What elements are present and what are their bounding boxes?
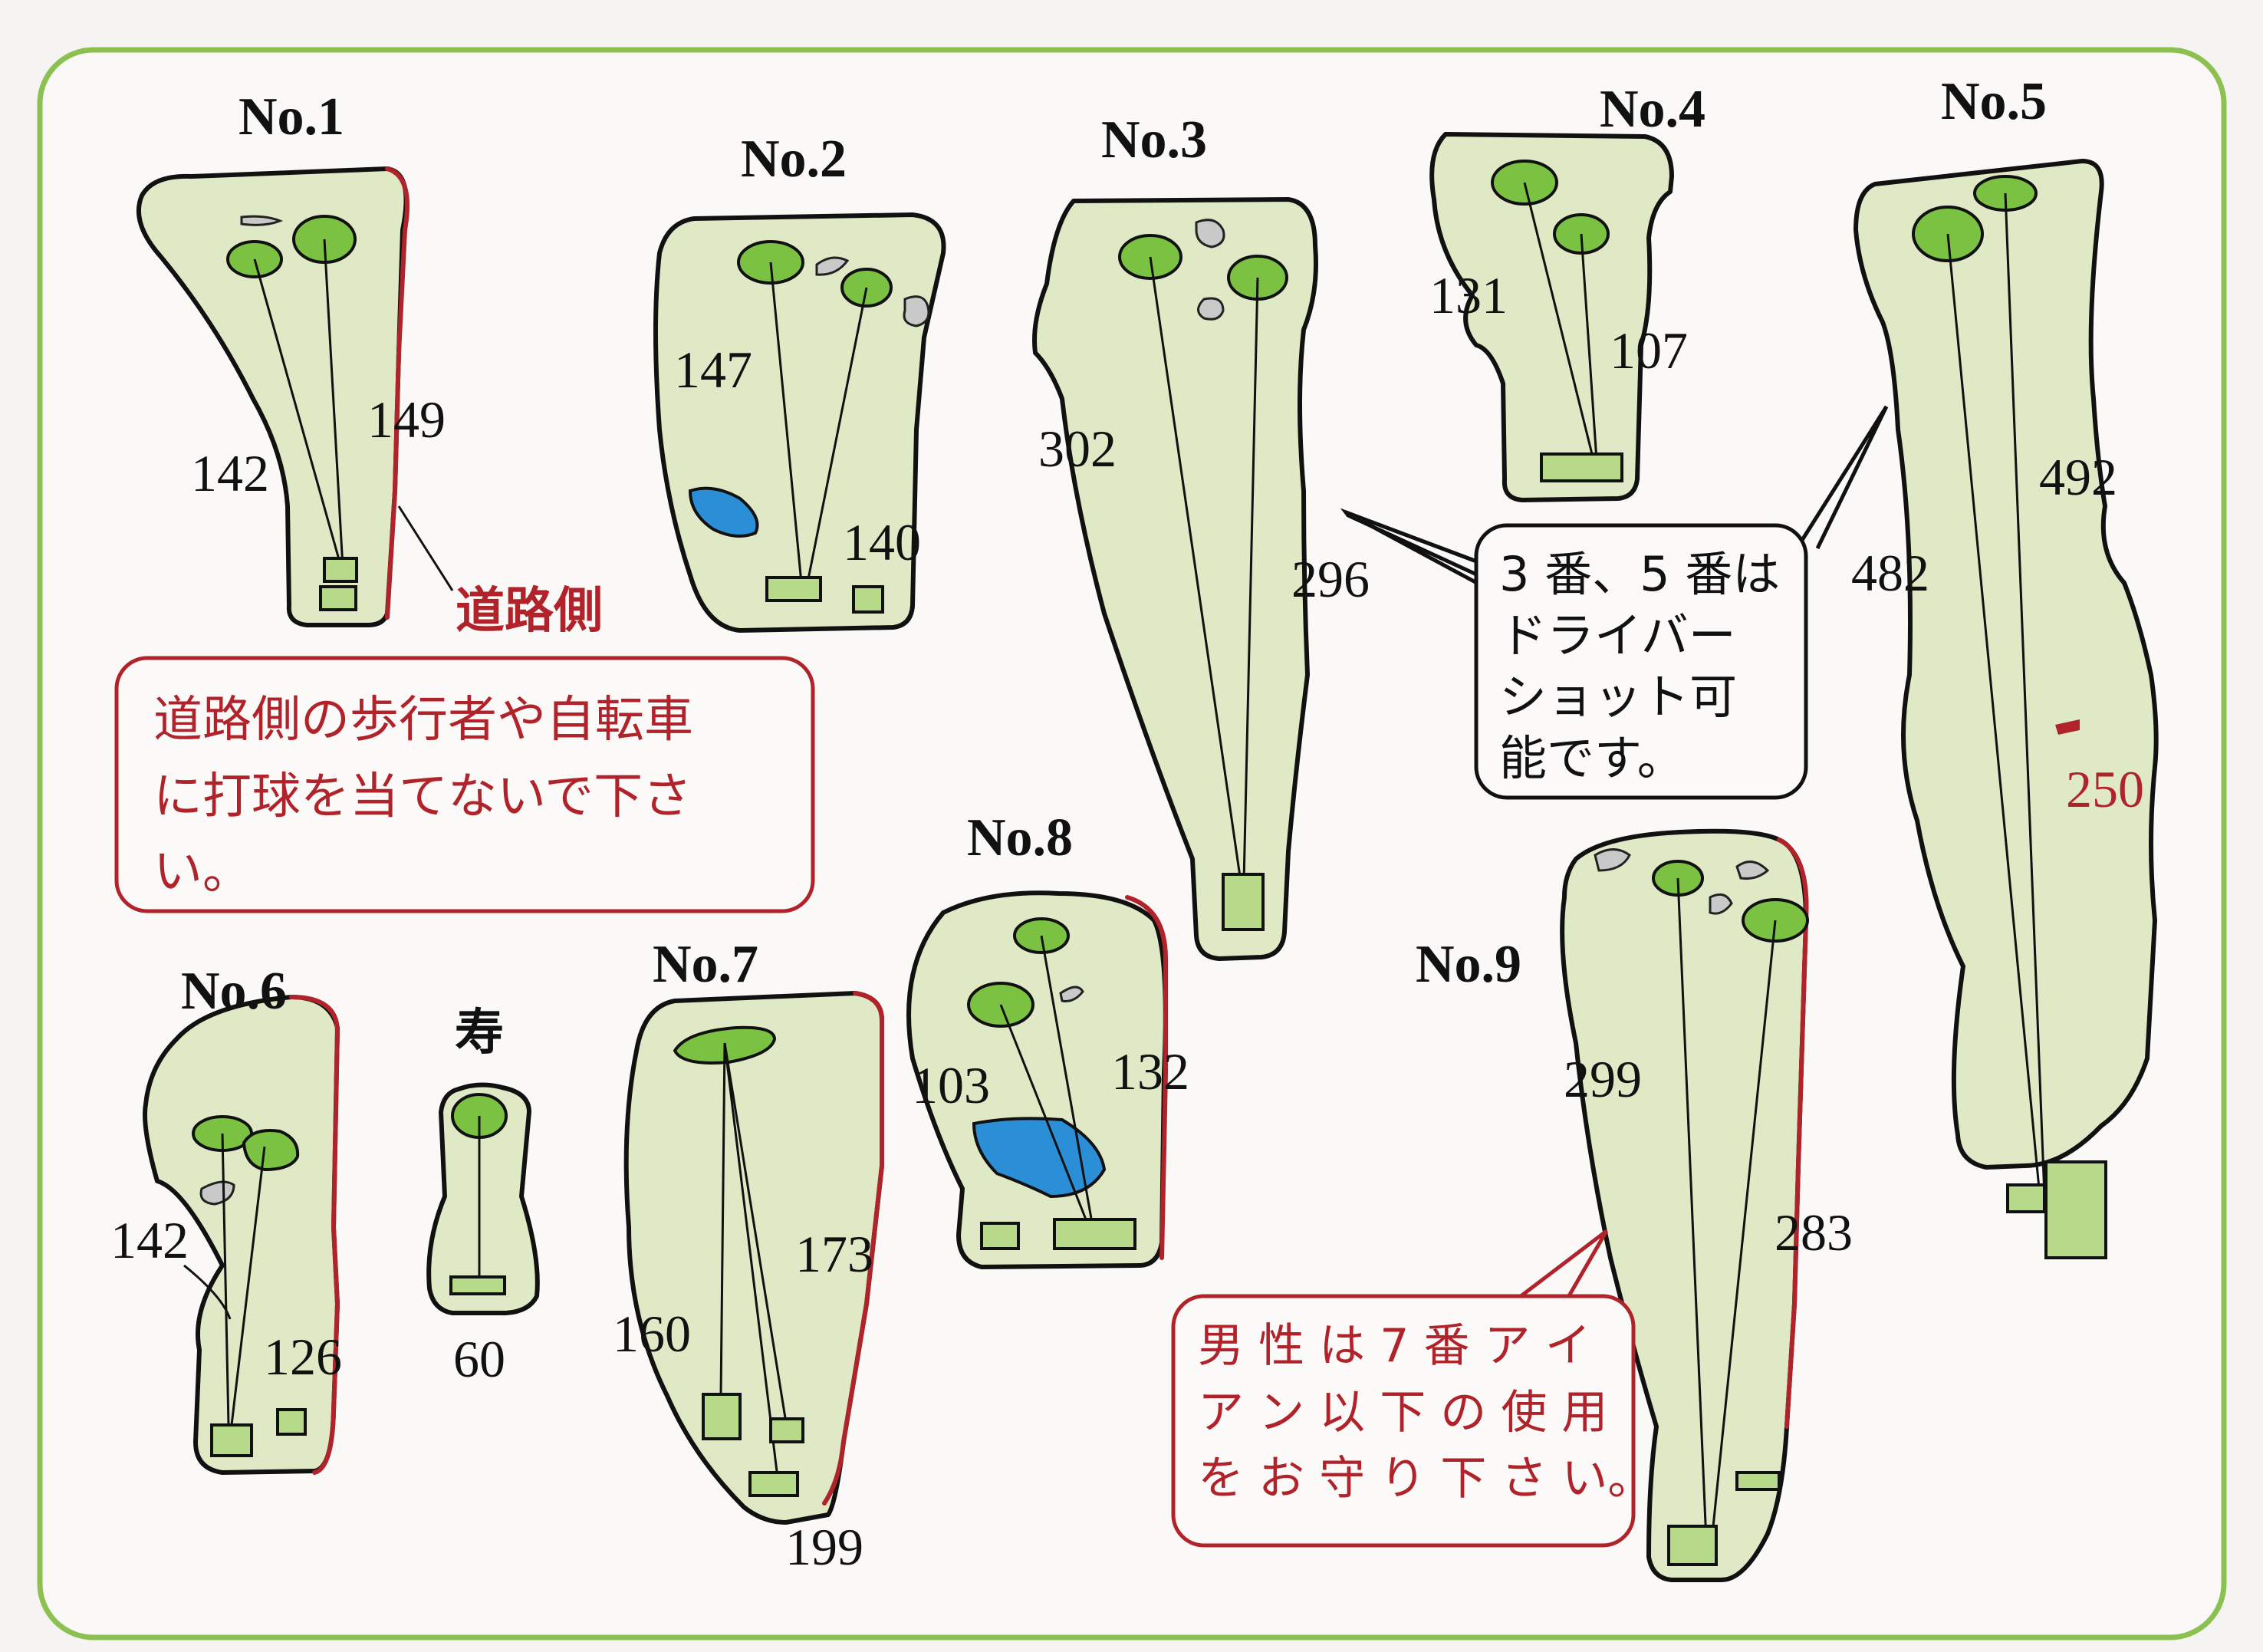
hole-1-distance-b: 149 <box>367 390 446 449</box>
hole-7: No.7 160 173 199 <box>613 935 884 1576</box>
hole-5-distance-a: 482 <box>1851 544 1929 602</box>
hole-2-title: No.2 <box>741 130 847 189</box>
pedestrian-note-line-3: い。 <box>153 844 252 900</box>
hole-3-distance-a: 302 <box>1038 420 1117 478</box>
hole-6: No.6 142 126 <box>110 962 342 1475</box>
pedestrian-note-line-2: に打球を当てないで下さ <box>153 768 692 825</box>
hole-8: No.8 103 132 <box>906 808 1189 1269</box>
hole-4-title: No.4 <box>1600 80 1705 139</box>
hole-2-distance-b: 140 <box>843 513 921 571</box>
hole-1: No.1 142 149 道路側 <box>136 87 603 640</box>
kotobuki-title: 寿 <box>455 1005 504 1061</box>
hole-2-distance-a: 147 <box>674 341 752 399</box>
hole-kotobuki: 寿 60 <box>426 1005 540 1388</box>
driver-note-line-3: ショット可 <box>1499 669 1737 725</box>
hole-5: No.5 482 492 250 <box>1851 72 2159 1259</box>
driver-note-line-1: 3 番、5 番は <box>1499 546 1780 602</box>
iron-note-line-3: を お 守 り 下 さ い。 <box>1198 1452 1653 1506</box>
hole-3: No.3 302 296 <box>1032 110 1370 961</box>
hole-9-distance-a: 299 <box>1564 1050 1642 1108</box>
hole-7-distance-c: 199 <box>785 1518 863 1576</box>
driver-note-line-4: 能です。 <box>1499 730 1685 786</box>
hole-4-distance-b: 107 <box>1610 321 1688 380</box>
hole-3-distance-b: 296 <box>1291 550 1370 608</box>
hole-5-250-marker: 250 <box>2066 760 2144 818</box>
hole-5-title: No.5 <box>1941 72 2047 131</box>
hole-6-title: No.6 <box>181 962 287 1021</box>
driver-note: 3 番、5 番は ドライバー ショット可 能です。 <box>1340 405 1889 800</box>
iron-note-line-1: 男 性 は 7 番 ア イ <box>1198 1319 1591 1373</box>
road-line <box>385 166 410 620</box>
hole-7-distance-a: 160 <box>613 1305 691 1363</box>
hole-4: No.4 131 107 <box>1429 80 1705 502</box>
hole-9-distance-b: 283 <box>1775 1203 1853 1262</box>
hole-7-title: No.7 <box>653 935 758 994</box>
hole-2: No.2 147 140 <box>653 130 946 633</box>
hole-9-title: No.9 <box>1416 935 1521 994</box>
hole-8-distance-a: 103 <box>912 1056 990 1114</box>
hole-7-distance-b: 173 <box>795 1225 873 1283</box>
iron-note: 男 性 は 7 番 ア イ ア ン 以 下 の 使 用 を お 守 り 下 さ … <box>1171 1229 1653 1548</box>
kotobuki-distance: 60 <box>453 1330 505 1388</box>
hole-6-distance-b: 126 <box>264 1328 342 1386</box>
road-side-label: 道路側 <box>456 583 603 640</box>
hole-8-distance-b: 132 <box>1111 1042 1189 1101</box>
hole-8-title: No.8 <box>967 808 1073 867</box>
hole-9: No.9 299 283 <box>1416 828 1853 1582</box>
hole-5-distance-b: 492 <box>2039 448 2117 506</box>
pedestrian-note-line-1: 道路側の歩行者や自転車 <box>153 692 693 749</box>
hole-1-distance-a: 142 <box>191 444 269 502</box>
hole-6-distance-a: 142 <box>110 1211 189 1269</box>
pedestrian-warning-note: 道路側の歩行者や自転車 に打球を当てないで下さ い。 <box>114 656 815 913</box>
hole-3-title: No.3 <box>1101 110 1207 169</box>
iron-note-line-2: ア ン 以 下 の 使 用 <box>1198 1386 1607 1440</box>
hole-1-title: No.1 <box>238 87 344 146</box>
driver-note-line-2: ドライバー <box>1499 607 1736 663</box>
hole-4-distance-a: 131 <box>1429 266 1508 324</box>
